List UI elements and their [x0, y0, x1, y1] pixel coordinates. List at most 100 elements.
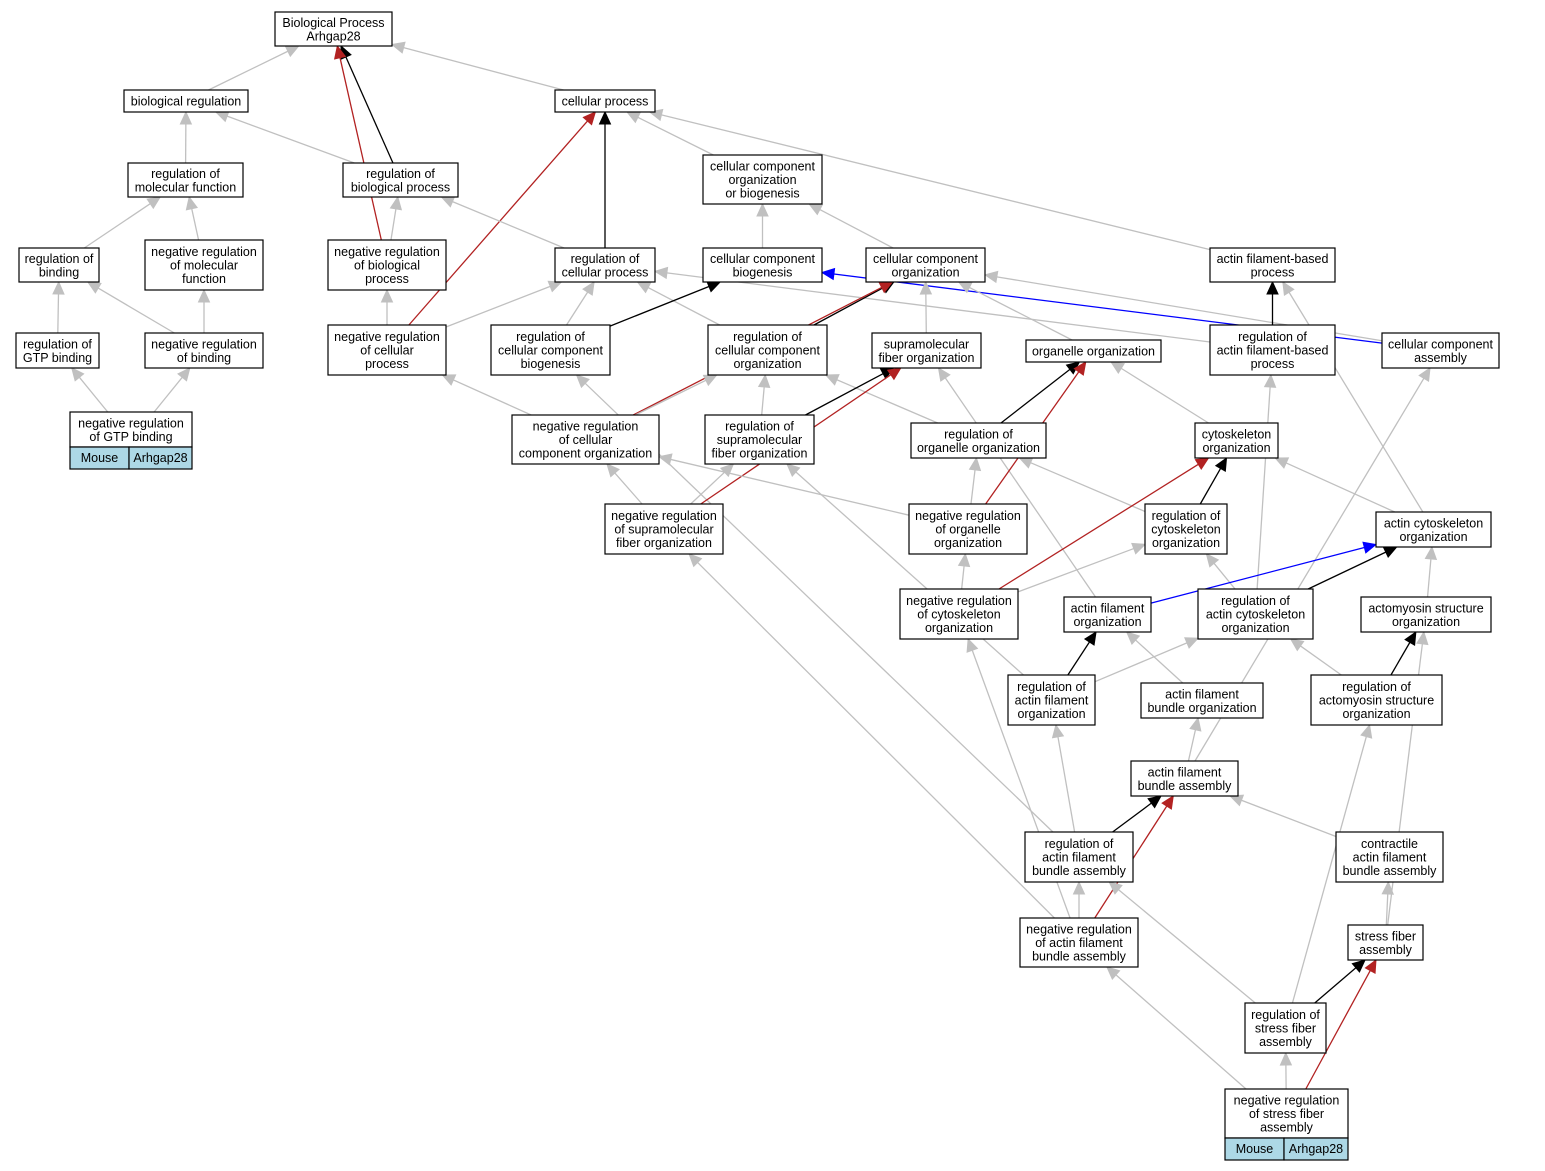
- node-label-line: cellular process: [562, 265, 649, 279]
- node-box: [342, 162, 459, 198]
- edge-negregcytoorg-to-regcytoorg: [1017, 547, 1134, 593]
- edge-regsmfo-to-smfo: [805, 373, 884, 416]
- edge-regactincytoorg-to-actincytoorg: [1307, 551, 1387, 590]
- arrowhead-cytoorg-to-orgorg: [1110, 361, 1126, 374]
- annotation-cell: [128, 446, 193, 470]
- node-label-line: of biological: [354, 259, 420, 273]
- node-label-line: regulation of: [366, 167, 435, 181]
- node-label-line: of molecular: [170, 259, 238, 273]
- go-node-cellproc[interactable]: cellular process: [554, 89, 656, 113]
- node-label-line: actin cytoskeleton: [1206, 608, 1305, 622]
- node-box: [1063, 596, 1152, 633]
- edge-regccorg-to-ccorg: [813, 287, 884, 326]
- node-box: [871, 332, 982, 369]
- node-label-line: cellular component: [710, 160, 815, 174]
- edge-regorgorg-to-orgorg: [1000, 368, 1071, 424]
- node-label-line: regulation of: [1045, 837, 1114, 851]
- node-label-line: actomyosin structure: [1368, 601, 1483, 615]
- arrowhead-regafo-to-regactincytoorg: [1184, 637, 1200, 649]
- arrowhead-negregccorg-to-negregcellproc: [441, 374, 457, 386]
- annotation-species: Mouse: [1236, 1142, 1274, 1156]
- edge-regccbiogen-to-regcellproc: [565, 291, 589, 326]
- arrowhead-regbinding-to-regmolfun: [146, 196, 162, 210]
- node-label-line: regulation of: [571, 252, 640, 266]
- arrowhead-negregsmfo-to-negregccorg: [606, 463, 620, 478]
- node-label-line: negative regulation: [334, 245, 440, 259]
- annotation-gene: Arhgap28: [1289, 1142, 1343, 1156]
- node-box: [18, 247, 100, 283]
- node-label-line: bundle assembly: [1032, 950, 1127, 964]
- edge-negreggtp-to-reggtp: [78, 376, 109, 413]
- node-label-line: regulation of: [25, 252, 94, 266]
- edge-regsfa-to-regamso: [1291, 736, 1367, 1004]
- edge-regactincytoorg-to-regcytoorg: [1213, 562, 1236, 590]
- go-node-orgorg[interactable]: organelle organization: [1025, 339, 1162, 363]
- node-box: [554, 247, 656, 283]
- go-node-bioreg[interactable]: biological regulation: [123, 89, 249, 113]
- arrowhead-negregcytoorg-to-regcytoorg: [1131, 542, 1147, 555]
- edge-negregbinding-to-regbinding: [97, 287, 175, 334]
- arrowhead-afba-to-ccassembly: [1418, 366, 1431, 382]
- arrowhead-regcellproc-to-regbioproc: [440, 195, 456, 208]
- node-box: [899, 588, 1019, 640]
- edge-afbo-to-afo: [1135, 639, 1184, 684]
- arrowhead-regafbproc-to-afbproc: [1266, 280, 1279, 295]
- node-label-line: actin filament: [1353, 851, 1427, 865]
- arrowhead-negregsmfo-to-regsmfo: [719, 463, 735, 478]
- node-label-line: bundle organization: [1147, 701, 1256, 715]
- edge-regamso-to-amso: [1390, 642, 1411, 676]
- node-label-line: biogenesis: [733, 265, 793, 279]
- node-label-line: organization: [1221, 621, 1289, 635]
- edge-reggtp-to-regbinding: [57, 293, 60, 334]
- node-label-line: fiber organization: [879, 351, 975, 365]
- edge-ccob-to-cellproc: [637, 116, 714, 156]
- node-label-line: regulation of: [1251, 1008, 1320, 1022]
- node-label-line: of actin filament: [1035, 936, 1123, 950]
- node-label-line: assembly: [1259, 1035, 1313, 1049]
- node-label-line: of supramolecular: [614, 523, 713, 537]
- node-label-line: organization: [1017, 707, 1085, 721]
